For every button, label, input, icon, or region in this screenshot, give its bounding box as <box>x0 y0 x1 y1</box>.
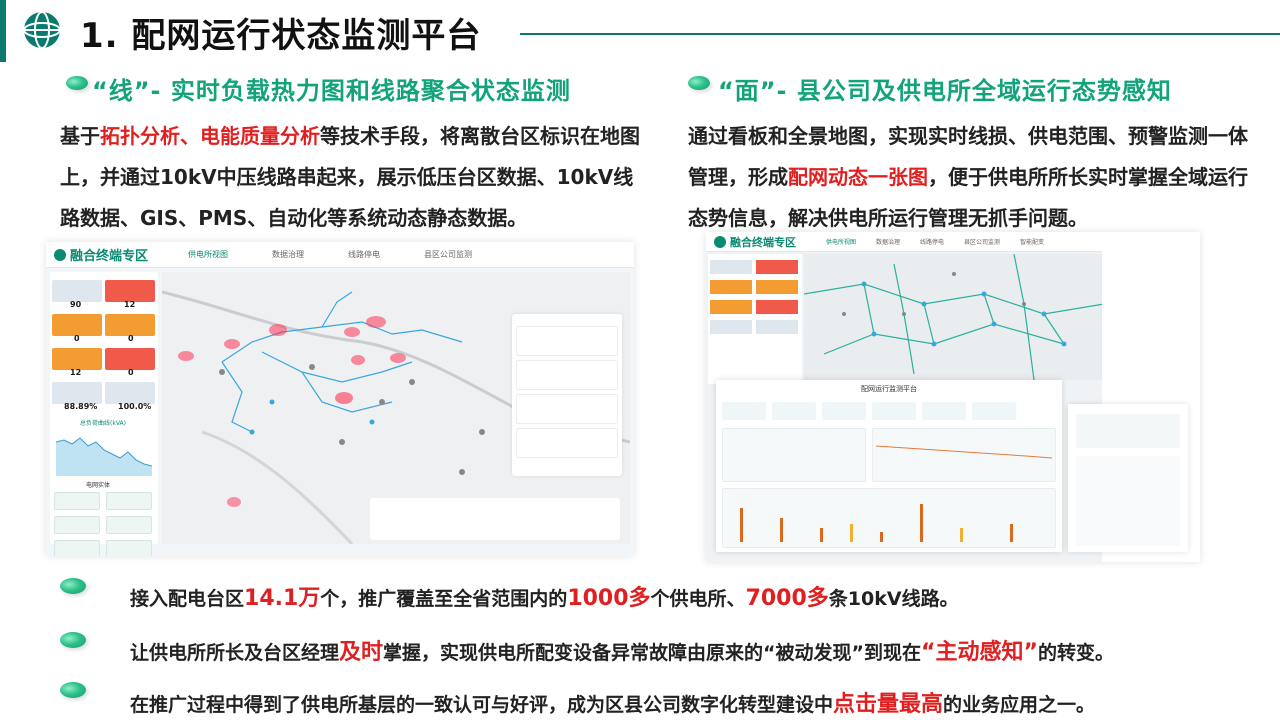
highlight-text: 点击量最高 <box>833 692 944 717</box>
stat-value: 90 <box>70 300 82 309</box>
body-text: 让供电所所长及台区经理 <box>130 642 340 664</box>
screenshot-nav-item: 县区公司监测 <box>424 250 473 259</box>
map-legend <box>370 498 620 540</box>
stat-value: 0 <box>128 334 134 343</box>
body-text: 在推广过程中得到了供电所基层的一致认可与好评，成为区县公司数字化转型建设中 <box>130 694 834 716</box>
left-section-title: “线”- 实时负载热力图和线路聚合状态监测 <box>92 77 571 105</box>
alarm-card <box>516 394 618 424</box>
screenshot-nav-item: 数据治理 <box>272 250 305 259</box>
stat-cell <box>105 382 155 404</box>
right-section-title: “面”- 县公司及供电所全域运行态势感知 <box>718 77 1172 105</box>
chart-label: 总负荷曲线(kVA) <box>80 420 126 427</box>
highlight-text: 14.1万 <box>244 586 321 611</box>
screenshot-topbar: 融合终端专区 供电所视图 数据治理 线路停电 县区公司监测 智能配变 <box>706 232 1200 252</box>
bottom-point-3: 在推广过程中得到了供电所基层的一致认可与好评，成为区县公司数字化转型建设中点击量… <box>130 686 1095 718</box>
stat-value: 12 <box>124 300 136 309</box>
stat-cell <box>52 280 102 302</box>
stat-cell <box>105 314 155 336</box>
screenshot-nav-item: 供电所视图 <box>826 239 857 246</box>
body-text: 接入配电台区 <box>130 588 245 610</box>
bullet-dot-icon <box>66 76 88 90</box>
entity-cell <box>54 516 100 534</box>
screenshot-brand: 融合终端专区 <box>714 234 796 250</box>
page-title: 1. 配网运行状态监测平台 <box>80 16 482 56</box>
bullet-dot-icon <box>60 682 86 698</box>
bullet-dot-icon <box>60 632 86 648</box>
stat-value: 12 <box>70 368 82 377</box>
sgcc-logo-icon <box>23 11 61 49</box>
entity-cell <box>54 540 100 556</box>
alarm-card <box>516 326 618 356</box>
screenshot-nav-item: 线路停电 <box>920 239 945 246</box>
screenshot-brand: 融合终端专区 <box>54 245 148 264</box>
alarm-card <box>516 360 618 390</box>
left-section-description: 基于拓扑分析、电能质量分析等技术手段，将离散台区标识在地图上，并通过10kV中压… <box>60 116 650 239</box>
alarm-list-panel <box>512 314 622 476</box>
screenshot-topbar: 融合终端专区 供电所视图 数据治理 线路停电 县区公司监测 <box>46 242 634 268</box>
body-text: 个，推广覆盖至全省范围内的 <box>320 588 568 610</box>
dashboard-overlay: 配网运行监测平台 <box>716 380 1062 552</box>
dashboard-title: 配网运行监测平台 <box>861 385 917 393</box>
bottom-point-2: 让供电所所长及台区经理及时掌握，实现供电所配变设备异常故障由原来的“被动发现”到… <box>130 634 1114 666</box>
entity-cell <box>106 516 152 534</box>
entity-cell <box>106 492 152 510</box>
bullet-dot-icon <box>688 76 710 90</box>
highlight-text: 配网动态一张图 <box>788 165 928 189</box>
screenshot-sidebar: 90 12 0 0 12 0 88.89% 100.0% 总负荷曲线(kVA) … <box>50 272 158 556</box>
overview-screenshot: 融合终端专区 供电所视图 数据治理 线路停电 县区公司监测 智能配变 配网运行监… <box>706 232 1200 562</box>
title-divider <box>520 33 1280 35</box>
stat-cell <box>105 348 155 370</box>
overview-map <box>804 254 1104 380</box>
screenshot-nav-item: 县区公司监测 <box>964 239 1001 246</box>
overview-sidebar <box>708 254 802 384</box>
bottom-point-1: 接入配电台区14.1万个，推广覆盖至全省范围内的1000多个供电所、7000多条… <box>130 580 959 612</box>
header-accent-bar <box>0 0 6 62</box>
highlight-text: 及时 <box>339 640 384 665</box>
screenshot-nav-item: 数据治理 <box>876 239 901 246</box>
stat-cell <box>52 382 102 404</box>
highlight-text: 7000多 <box>745 586 829 611</box>
stat-cell <box>105 280 155 302</box>
highlight-text: “主动感知” <box>921 640 1038 665</box>
brand-icon <box>54 248 66 261</box>
stat-value: 0 <box>128 368 134 377</box>
body-text: 基于 <box>60 124 100 148</box>
trend-line-chart <box>876 445 1052 459</box>
body-text: 的业务应用之一。 <box>943 694 1096 716</box>
screenshot-nav-item: 智能配变 <box>1020 239 1045 246</box>
right-section-description: 通过看板和全景地图，实现实时线损、供电范围、预警监测一体管理，形成配网动态一张图… <box>688 116 1258 239</box>
bullet-dot-icon <box>60 578 86 594</box>
bar-chart <box>740 504 1013 542</box>
map-lines <box>161 290 631 546</box>
body-text: 的转变。 <box>1037 642 1114 664</box>
body-text: 通过看板和全景地图，实现实时线损、供电范围、预警监测一体管理，形成 <box>688 124 1248 189</box>
ranking-panel <box>1068 404 1188 552</box>
body-text: 等技术手段，将离散台区标识在地图上，并通过10kV中压线路串起来，展示低压台区数… <box>60 124 640 230</box>
stat-value: 88.89% <box>64 402 98 411</box>
load-curve-chart <box>56 437 152 476</box>
entity-cell <box>54 492 100 510</box>
body-text: 条10kV线路。 <box>828 588 959 610</box>
heatmap-map <box>161 272 631 546</box>
alarm-card <box>516 428 618 458</box>
line-monitor-screenshot: 融合终端专区 供电所视图 数据治理 线路停电 县区公司监测 90 12 0 0 … <box>46 242 634 556</box>
stat-value: 100.0% <box>118 402 152 411</box>
section-label: 电网实体 <box>86 482 111 489</box>
stat-value: 0 <box>74 334 80 343</box>
highlight-text: 拓扑分析、电能质量分析 <box>100 124 320 148</box>
body-text: 掌握，实现供电所配变设备异常故障由原来的“被动发现”到现在 <box>383 642 922 664</box>
body-text: 个供电所、 <box>650 588 746 610</box>
highlight-text: 1000多 <box>567 586 651 611</box>
body-text: ，便于供电所所长实时掌握全域运行态势信息，解决供电所运行管理无抓手问题。 <box>688 165 1248 230</box>
entity-cell <box>106 540 152 556</box>
screenshot-nav-item: 线路停电 <box>348 250 381 259</box>
stat-cell <box>52 348 102 370</box>
brand-icon <box>714 235 726 248</box>
stat-cell <box>52 314 102 336</box>
screenshot-nav-item: 供电所视图 <box>188 250 229 259</box>
